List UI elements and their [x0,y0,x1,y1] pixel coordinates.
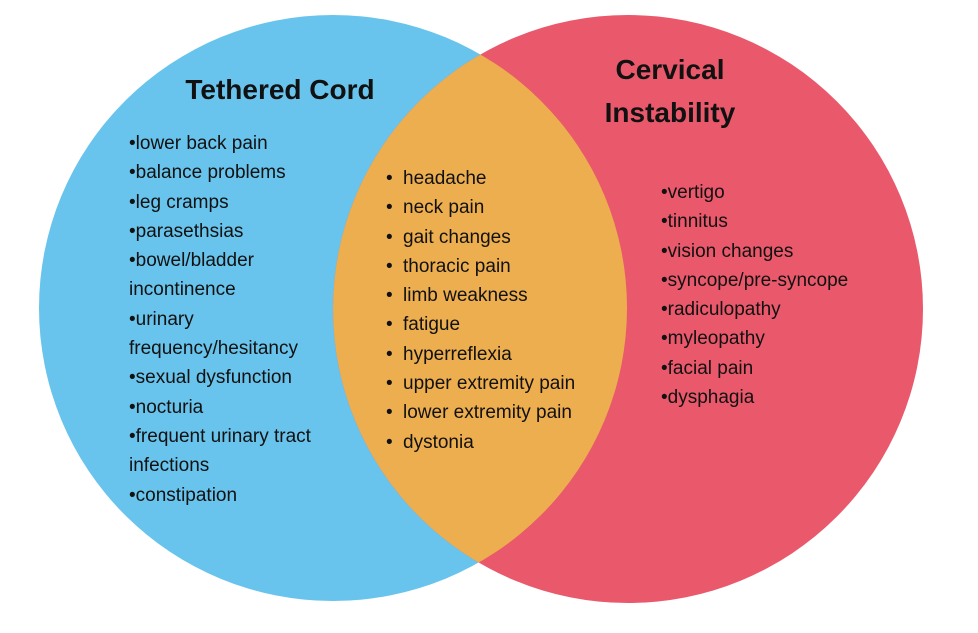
list-item: •constipation [129,484,238,506]
list-item: •dysphagia [661,387,755,409]
list-item: •sexual dysfunction [129,367,292,389]
list-item: •radiculopathy [661,299,781,321]
list-item: •tinnitus [661,211,728,233]
list-item: infections [129,455,210,477]
list-item: •syncope/pre-syncope [661,269,849,291]
list-item: gait changes [386,223,575,252]
list-item: lower extremity pain [386,398,575,427]
list-item: dystonia [386,428,575,457]
list-item: neck pain [386,193,575,222]
list-item: •bowel/bladder [129,250,254,272]
cervical-instability-symptom-list: •vertigo •tinnitus •vision changes •sync… [661,178,848,412]
list-item: •nocturia [129,396,204,418]
list-item: upper extremity pain [386,369,575,398]
list-item: frequency/hesitancy [129,338,298,360]
list-item: thoracic pain [386,252,575,281]
list-item: •myleopathy [661,328,765,350]
list-item: •balance problems [129,162,286,184]
list-item: •urinary [129,308,194,330]
cervical-instability-title: Cervical Instability [560,48,780,134]
list-item: •leg cramps [129,191,229,213]
shared-symptom-list: headache neck pain gait changes thoracic… [386,164,575,457]
tethered-cord-title: Tethered Cord [185,74,375,105]
list-item: incontinence [129,279,236,301]
list-item: •frequent urinary tract [129,425,311,447]
tethered-cord-symptom-list: •lower back pain •balance problems •leg … [129,129,311,510]
list-item: headache [386,164,575,193]
list-item: •vertigo [661,182,725,203]
list-item: hyperreflexia [386,340,575,369]
list-item: fatigue [386,310,575,339]
list-item: •vision changes [661,240,794,262]
cervical-instability-title-line2: Instability [604,97,736,128]
cervical-instability-title-line1: Cervical [615,54,725,85]
list-item: limb weakness [386,281,575,310]
list-item: •facial pain [661,357,754,379]
list-item: •parasethsias [129,220,244,242]
list-item: •lower back pain [129,133,268,154]
